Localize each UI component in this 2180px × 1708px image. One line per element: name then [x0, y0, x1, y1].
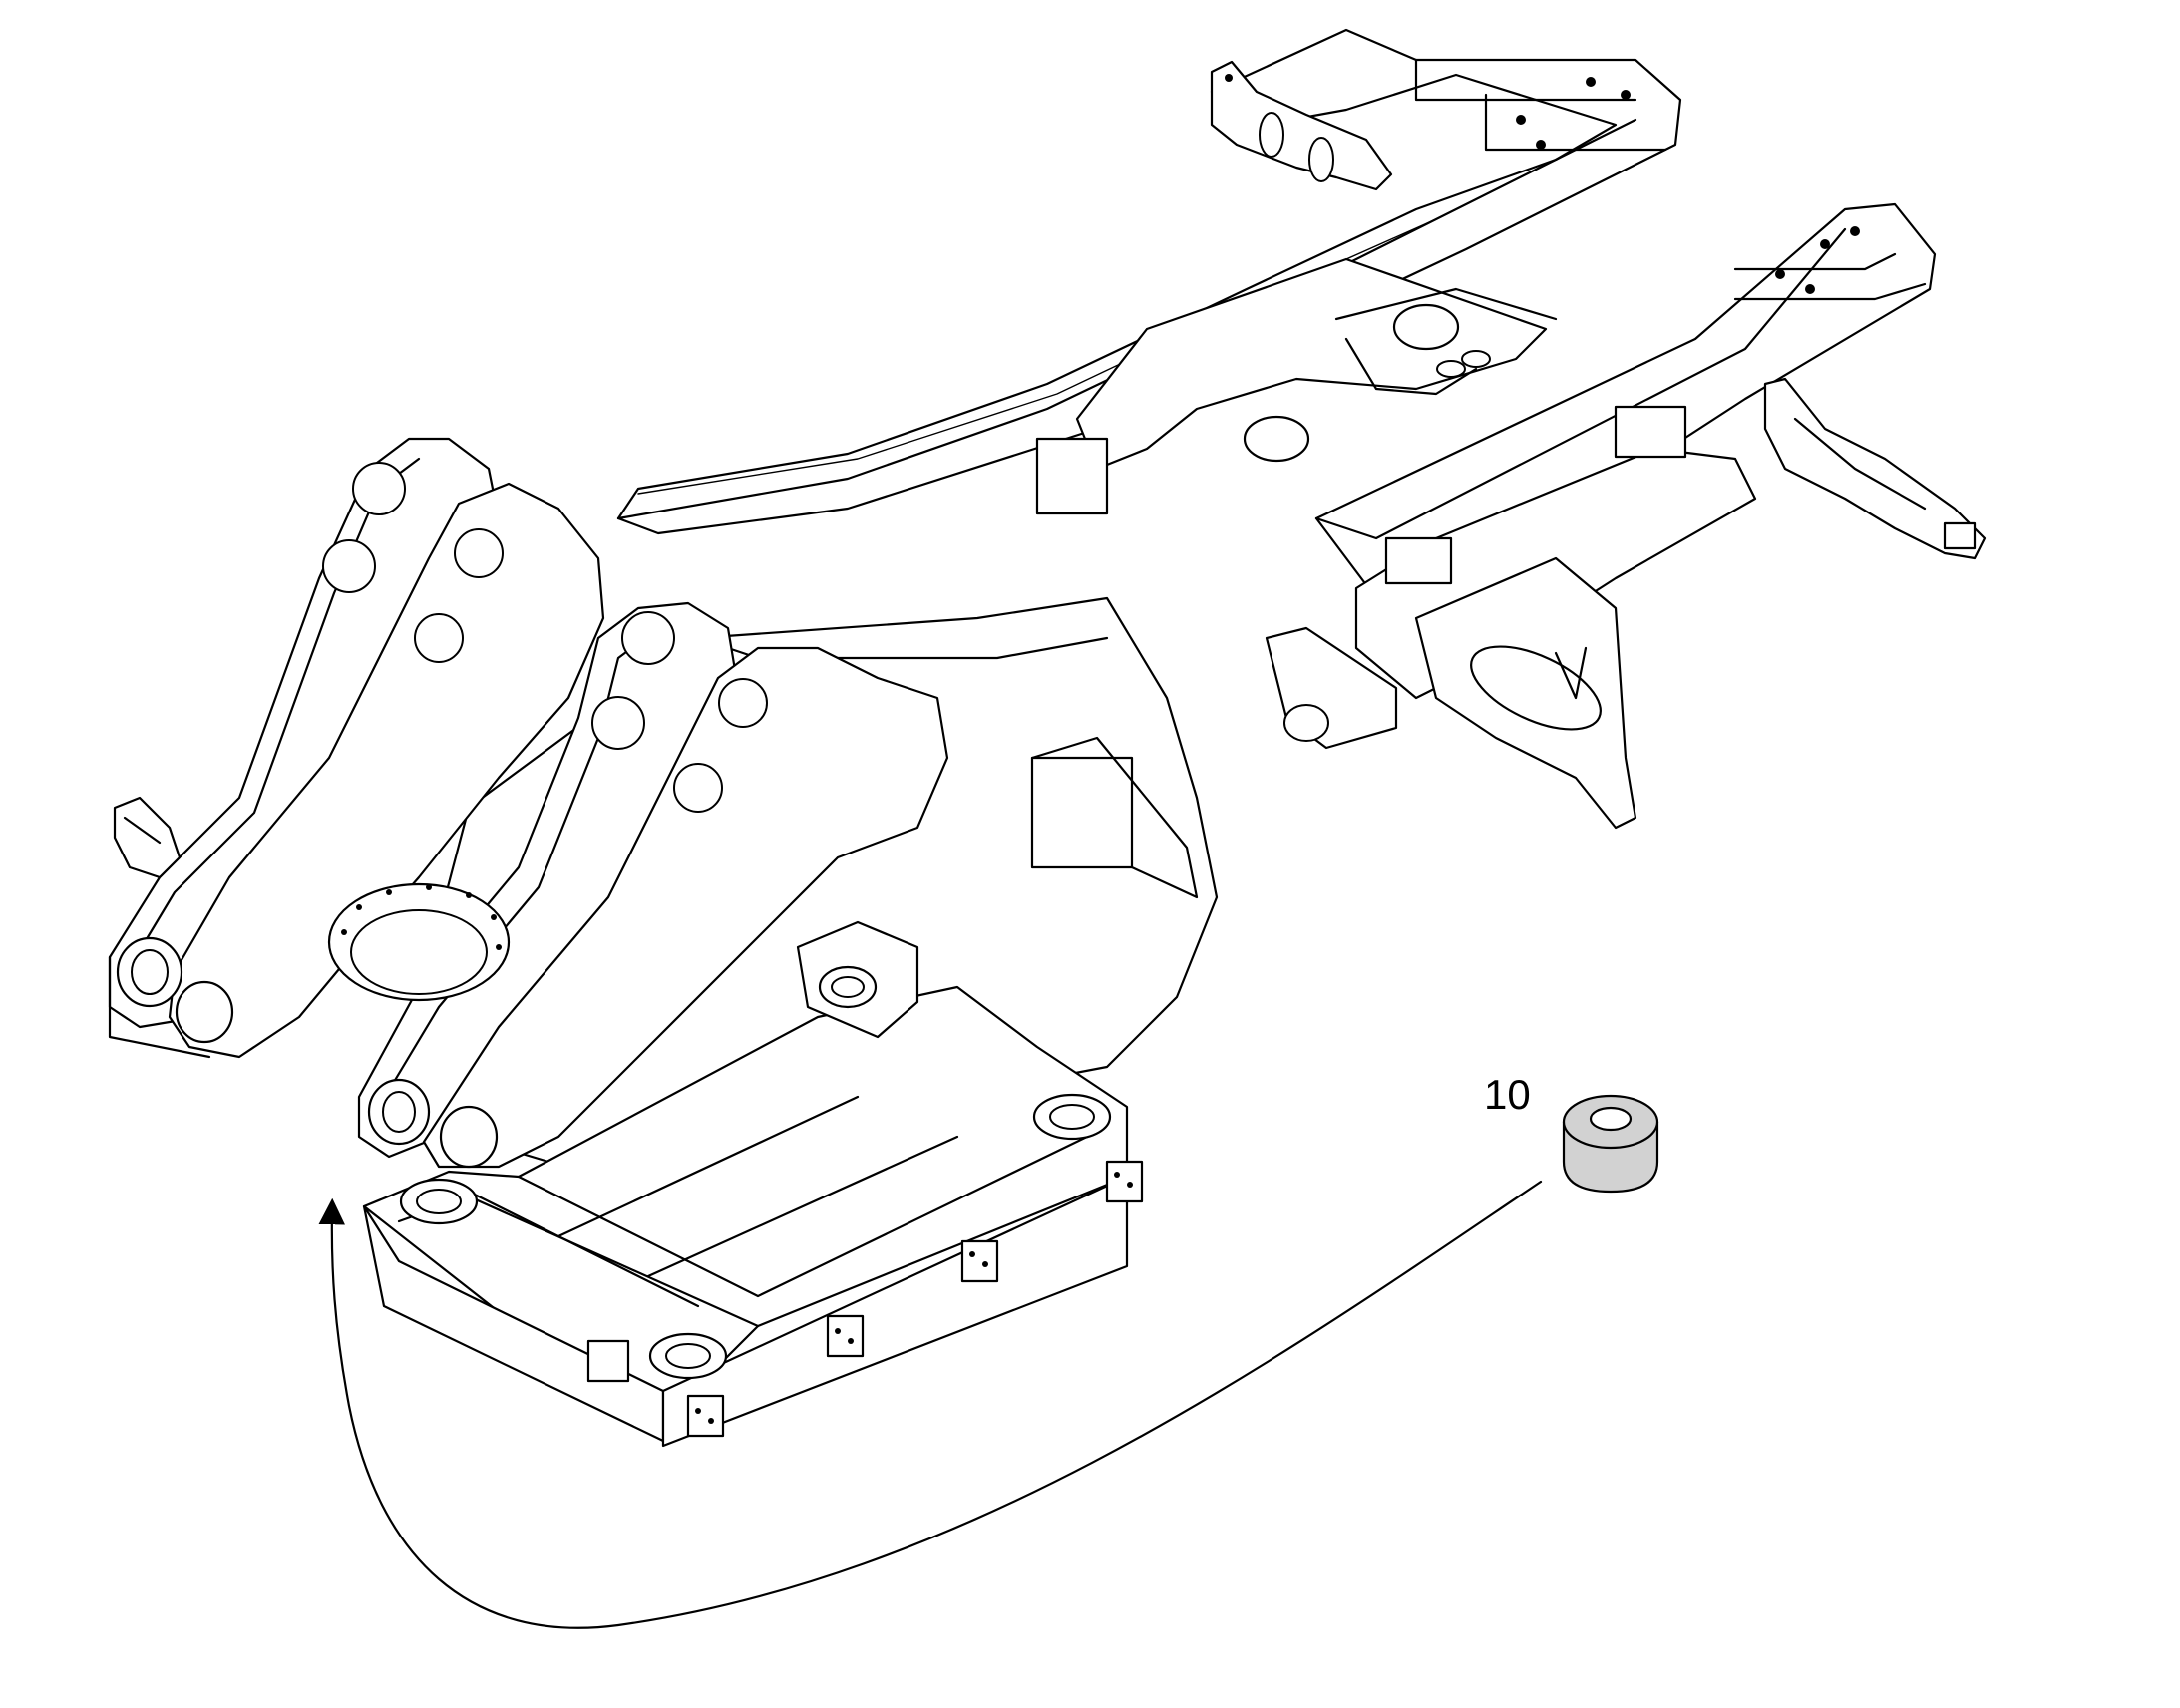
- center-crossmember: [1035, 257, 1558, 515]
- left-pin-bracket: [113, 796, 182, 879]
- front-mount-saddle: [796, 920, 919, 1039]
- right-end-bracket: [1763, 377, 1987, 560]
- center-lug-bracket: [1265, 626, 1398, 750]
- rubber-mount-bushing: [1562, 1094, 1659, 1194]
- rear-box-frame: [362, 985, 1144, 1448]
- right-boom-tower-plates: [357, 601, 949, 1169]
- swing-bearing-ring: [327, 882, 511, 1002]
- callout-leader-arrow: [318, 1180, 1543, 1629]
- rear-cross-assembly: [1354, 405, 1757, 830]
- upper-end-bracket: [1210, 60, 1393, 191]
- left-boom-tower-plates: [108, 437, 605, 1059]
- callout-label-10: 10: [1484, 1071, 1531, 1118]
- right-frame-rail: [1314, 202, 1937, 600]
